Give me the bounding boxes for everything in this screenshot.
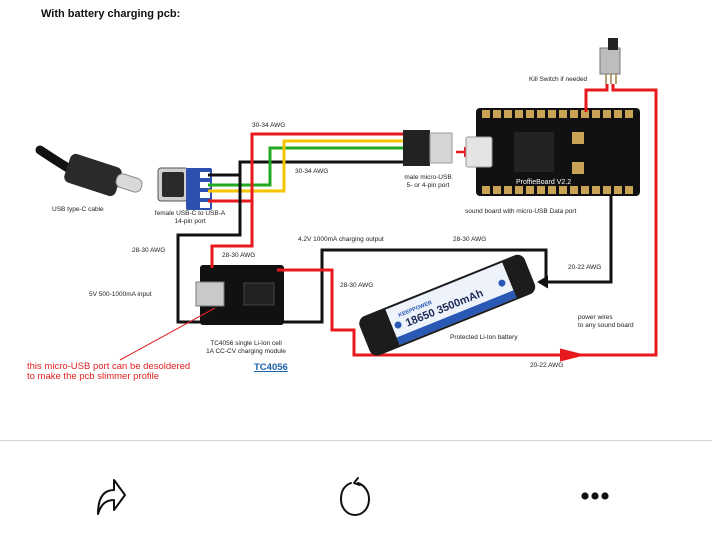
page-heading: With battery charging pcb: (41, 8, 181, 20)
wire-switch-to-board (584, 84, 609, 112)
label-tc4056-line1: TC4056 single Li-Ion cell (210, 340, 282, 347)
label-usbc-port-line1: female USB-C to USB-A (154, 210, 226, 217)
sound-board-image: ProffieBoard V2.2 (465, 108, 640, 196)
wire-board-black (540, 196, 613, 284)
wire-switch-to-battery (360, 84, 658, 357)
wire-black-input (176, 175, 242, 324)
label-power-line1: power wires (578, 314, 613, 321)
label-tc4056: TC4056 single Li-Ion cell 1A CC-CV charg… (196, 340, 296, 356)
board-pin (515, 110, 523, 118)
label-micro-usb-line2: 5- or 4-pin port (406, 182, 450, 189)
label-sound-board: sound board with micro-USB Data port (465, 208, 577, 215)
board-pin (526, 110, 534, 118)
label-awg-20-22-top: 20-22 AWG (568, 264, 602, 271)
annotation-pointer (119, 307, 216, 361)
wiring-diagram: ProffieBoard V2.2 (27, 8, 658, 382)
label-awg-battery-left: 28-30 AWG (340, 282, 374, 289)
board-pin (537, 186, 545, 194)
board-pin (493, 186, 501, 194)
toolbar-divider (0, 440, 712, 441)
board-pin (526, 186, 534, 194)
diagram-graphics: ProffieBoard V2.2 (35, 38, 658, 362)
share-button[interactable] (92, 471, 142, 521)
board-pin (515, 186, 523, 194)
wire-green (208, 146, 410, 187)
more-icon (581, 492, 609, 500)
label-awg-mid: 30-34 AWG (295, 168, 329, 175)
reload-icon (339, 477, 371, 517)
desolder-note: this micro-USB port can be desoldered to… (27, 362, 190, 382)
kill-switch-image (599, 38, 621, 84)
board-pin (614, 110, 622, 118)
board-pin (493, 110, 501, 118)
board-pin (504, 110, 512, 118)
more-button[interactable] (570, 471, 620, 521)
usb-c-port-image (157, 167, 212, 210)
board-pin (570, 186, 578, 194)
usb-c-cable-image (35, 145, 143, 197)
label-power-line2: to any sound board (578, 322, 634, 329)
bottom-toolbar (0, 441, 712, 552)
desolder-note-line2: to make the pcb slimmer profile (27, 371, 159, 382)
board-pin (614, 186, 622, 194)
board-pin (548, 186, 556, 194)
board-pin (603, 110, 611, 118)
label-input: 5V 500-1000mA input (89, 291, 152, 298)
board-pin (504, 186, 512, 194)
wire-red-input (210, 201, 254, 268)
tc4056-module-image (195, 265, 284, 325)
label-kill-switch: Kill Switch if needed (529, 76, 588, 83)
board-pin (559, 186, 567, 194)
label-tc4056-line2: 1A CC-CV charging module (206, 348, 286, 355)
label-power-wires: power wires to any sound board (578, 314, 634, 330)
share-icon (97, 479, 126, 515)
board-pin (592, 110, 600, 118)
board-pin (581, 186, 589, 194)
svg-text:ProffieBoard V2.2: ProffieBoard V2.2 (516, 179, 571, 186)
board-pin (625, 186, 633, 194)
micro-usb-plug-image (403, 130, 453, 166)
board-pin (581, 110, 589, 118)
wire-black-top (208, 160, 410, 177)
board-pin (559, 110, 567, 118)
board-pin (537, 110, 545, 118)
board-pin (592, 186, 600, 194)
wire-yellow (208, 139, 410, 193)
label-usbc-port: female USB-C to USB-A 14-pin port (142, 210, 238, 226)
label-awg-right-top: 28-30 AWG (453, 236, 487, 243)
wire-red-top (208, 132, 410, 203)
board-pin (570, 110, 578, 118)
label-battery: Protected Li-Ion battery (450, 334, 518, 341)
label-awg-left: 28-30 AWG (132, 247, 166, 254)
battery-image: KEEPPOWER 18650 3500mAh (359, 254, 536, 356)
label-usbc-port-line2: 14-pin port (174, 218, 206, 225)
label-awg-top: 30-34 AWG (252, 122, 286, 129)
board-pin (482, 110, 490, 118)
label-charging-output: 4.2V 1000mA charging output (298, 236, 384, 243)
label-awg-red-left: 28-30 AWG (222, 252, 256, 259)
label-micro-usb-line1: male micro-USB (404, 174, 452, 181)
label-awg-20-22-bottom: 20-22 AWG (530, 362, 564, 369)
desolder-note-line1: this micro-USB port can be desoldered (27, 361, 191, 372)
wire-charge-output (280, 248, 548, 324)
board-pin (625, 110, 633, 118)
label-usb-cable: USB type-C cable (52, 206, 104, 213)
board-pin (548, 110, 556, 118)
label-micro-usb: male micro-USB 5- or 4-pin port (395, 174, 461, 190)
reload-button[interactable] (331, 471, 381, 521)
board-pin (482, 186, 490, 194)
wire-red-battery (277, 268, 360, 357)
board-pin (603, 186, 611, 194)
tc4056-link[interactable]: TC4056 (254, 362, 288, 373)
